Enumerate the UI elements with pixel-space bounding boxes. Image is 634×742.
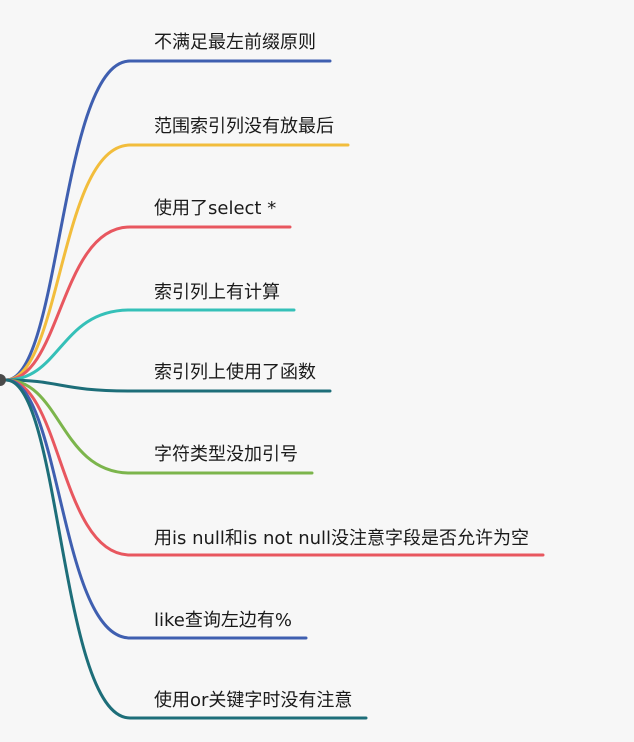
- root-node: [0, 374, 6, 386]
- branch-line-2: [4, 225, 292, 382]
- branch-line-8: [4, 378, 368, 720]
- branch-label-8: 使用or关键字时没有注意: [154, 690, 353, 711]
- branch-label-4: 索引列上使用了函数: [154, 362, 316, 383]
- branch-line-1: [4, 143, 350, 382]
- branch-label-0: 不满足最左前缀原则: [154, 32, 316, 53]
- branch-label-2: 使用了select *: [154, 198, 277, 219]
- branch-label-1: 范围索引列没有放最后: [154, 116, 334, 137]
- branch-line-6: [4, 378, 545, 557]
- branch-line-4: [4, 378, 332, 393]
- branch-line-0: [4, 59, 332, 382]
- branch-line-7: [4, 378, 308, 640]
- branch-line-5: [4, 378, 314, 475]
- branch-line-3: [4, 308, 296, 382]
- branch-label-6: 用is null和is not null没注意字段是否允许为空: [154, 528, 530, 549]
- branch-label-7: like查询左边有%: [154, 610, 292, 631]
- branch-label-3: 索引列上有计算: [154, 282, 280, 303]
- branch-label-5: 字符类型没加引号: [154, 444, 298, 465]
